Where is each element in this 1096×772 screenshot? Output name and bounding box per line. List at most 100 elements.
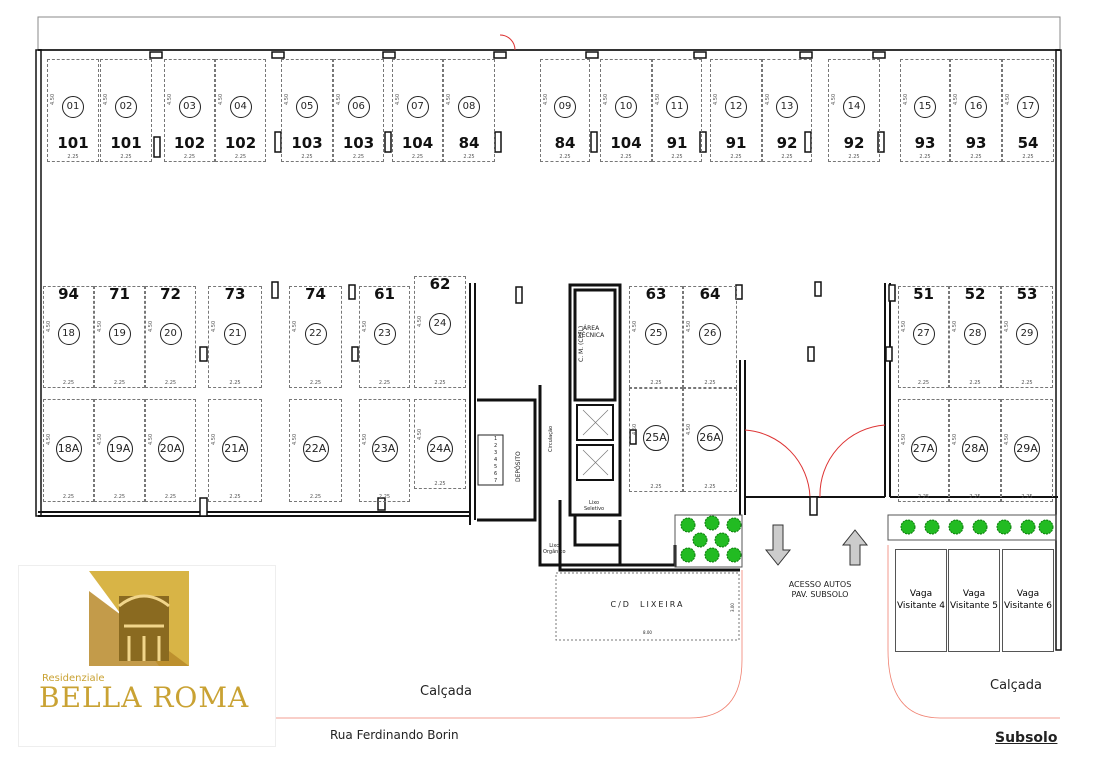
stair-step: 6 <box>494 471 498 477</box>
sidewalk-left-label: Calçada <box>420 684 472 699</box>
stall-length-dim: 4.50 <box>831 94 837 106</box>
unit-number: 104 <box>610 134 642 152</box>
spot-number: 28A <box>962 436 988 462</box>
trash-area <box>555 572 740 641</box>
visitor-stall[interactable]: Vaga Visitante 5 <box>948 549 1000 652</box>
stair-step: 2 <box>494 443 498 449</box>
trash-area-label: C/D LIXEIRA <box>610 600 685 609</box>
pillar <box>149 51 163 59</box>
spot-number: 13 <box>776 96 798 118</box>
stall-length-dim: 4.50 <box>417 428 423 440</box>
street-name: Rua Ferdinando Borin <box>330 728 459 742</box>
plant-icon <box>680 547 696 563</box>
organic-trash-label: Lixo Orgânico <box>543 543 566 555</box>
spot-number: 22A <box>302 436 329 462</box>
stair-step: 7 <box>494 478 498 484</box>
unit-number: 71 <box>109 285 130 303</box>
stall-length-dim: 4.50 <box>336 94 342 106</box>
stall-width-dim: 2.25 <box>463 154 475 160</box>
elevator-2 <box>576 444 614 481</box>
stall-width-dim: 2.25 <box>781 154 793 160</box>
plant-icon <box>714 532 730 548</box>
stall-width-dim: 2.25 <box>378 380 391 386</box>
spot-number: 27 <box>912 323 935 345</box>
stall-length-dim: 4.50 <box>167 94 173 106</box>
stall-width-dim: 2.25 <box>229 380 241 386</box>
spot-number: 17 <box>1017 96 1039 118</box>
stall-width-dim: 2.25 <box>309 380 322 386</box>
spot-number: 26 <box>699 323 721 345</box>
stall-length-dim: 4.50 <box>362 434 368 446</box>
selective-trash-label: Lixo Seletivo <box>584 500 605 512</box>
stall-width-dim: 2.25 <box>301 154 313 160</box>
unit-number: 93 <box>914 134 936 152</box>
visitor-stall[interactable]: Vaga Visitante 6 <box>1002 549 1054 652</box>
stall-length-dim: 4.50 <box>284 94 290 106</box>
stall-length-dim: 4.50 <box>952 320 958 332</box>
stall-width-dim: 2.25 <box>62 380 75 386</box>
unit-number: 74 <box>305 285 326 303</box>
unit-number: 64 <box>699 285 721 303</box>
unit-number: 101 <box>57 134 89 152</box>
logo-emblem <box>89 571 189 666</box>
plant-icon <box>1020 519 1036 535</box>
pillar <box>885 346 893 362</box>
unit-number: 61 <box>374 285 395 303</box>
spot-number: 16 <box>965 96 987 118</box>
stall-width-dim: 2.25 <box>229 494 241 500</box>
unit-number: 94 <box>58 285 79 303</box>
spot-number: 05 <box>296 96 318 118</box>
visitor-stall[interactable]: Vaga Visitante 4 <box>895 549 947 652</box>
stall-width-dim: 2.25 <box>730 154 742 160</box>
stall-length-dim: 4.50 <box>1005 94 1011 106</box>
spot-number: 10 <box>615 96 637 118</box>
stall-length-dim: 4.50 <box>148 320 154 332</box>
spot-number: 06 <box>347 96 370 118</box>
stall-length-dim: 4.50 <box>50 94 56 106</box>
plant-icon <box>948 519 964 535</box>
technical-area-label: ÁREA TÉCNICA <box>578 325 605 339</box>
stall-width-dim: 2.25 <box>378 494 391 500</box>
